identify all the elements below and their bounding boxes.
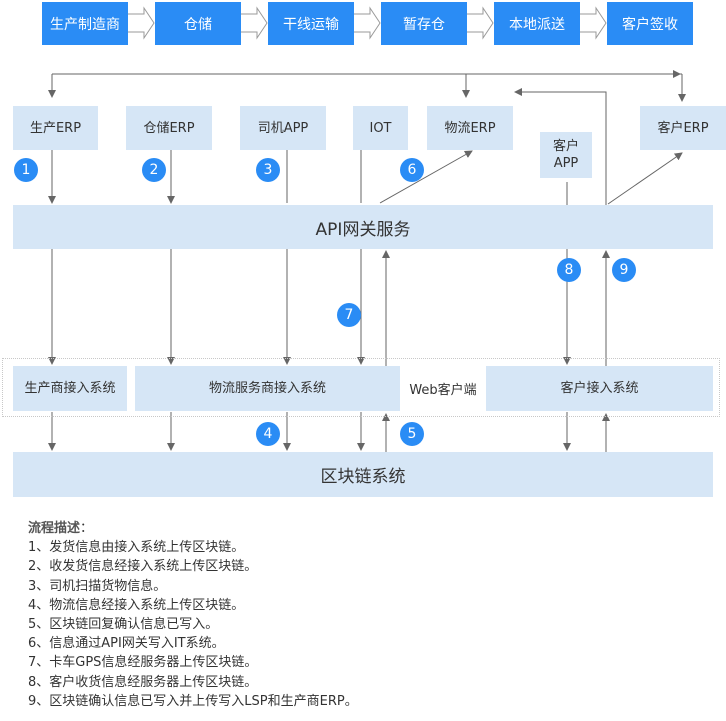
access-layer-frame <box>2 358 720 417</box>
description-item: 4、物流信息经接入系统上传区块链。 <box>28 597 245 613</box>
flow-step-staging-warehouse: 暂存仓 <box>381 2 467 45</box>
step-badge-2: 2 <box>142 158 166 182</box>
customer-app-box: 客户 APP <box>540 132 592 178</box>
customer-access-box: 客户接入系统 <box>486 366 713 411</box>
logistics-access-box: 物流服务商接入系统 <box>135 366 400 411</box>
flow-arrow-5 <box>578 6 607 40</box>
step-badge-6: 6 <box>400 158 424 182</box>
step-badge-7: 7 <box>337 303 361 327</box>
description-item: 8、客户收货信息经服务器上传区块链。 <box>28 674 258 690</box>
step-badge-4: 4 <box>256 422 280 446</box>
web-client-label: Web客户端 <box>409 383 477 398</box>
logistics-erp-box: 物流ERP <box>427 106 513 150</box>
step-badge-8: 8 <box>557 258 581 282</box>
description-item: 6、信息通过API网关写入IT系统。 <box>28 636 225 652</box>
description-colon: ： <box>80 521 94 536</box>
description-item: 5、区块链回复确认信息已写入。 <box>28 617 219 633</box>
api-to-logistics-erp-return <box>514 88 607 205</box>
step-badge-1: 1 <box>14 158 38 182</box>
api-to-customer-erp <box>607 152 683 205</box>
flow-step-local-delivery: 本地派送 <box>494 2 580 45</box>
step-badge-9: 9 <box>612 258 636 282</box>
flow-arrow-3 <box>352 6 381 40</box>
producer-access-box: 生产商接入系统 <box>13 366 127 411</box>
description-item: 2、收发货信息经接入系统上传区块链。 <box>28 559 258 575</box>
flow-arrow-2 <box>239 6 268 40</box>
description-item: 7、卡车GPS信息经服务器上传区块链。 <box>28 655 258 671</box>
flow-arrow-1 <box>126 6 155 40</box>
flow-step-warehouse: 仓储 <box>155 2 241 45</box>
driver-app-box: 司机APP <box>240 106 326 150</box>
flow-step-manufacturer: 生产制造商 <box>42 2 128 45</box>
step-badge-3: 3 <box>256 158 280 182</box>
description-title: 流程描述 <box>28 521 81 536</box>
process-description: 流程描述： 1、发货信息由接入系统上传区块链。 2、收发货信息经接入系统上传区块… <box>28 519 358 711</box>
description-item: 3、司机扫描货物信息。 <box>28 578 167 594</box>
warehouse-erp-box: 仓储ERP <box>126 106 212 150</box>
flow-arrow-4 <box>465 6 494 40</box>
description-item: 1、发货信息由接入系统上传区块链。 <box>28 540 245 556</box>
customer-erp-box: 客户ERP <box>640 106 726 150</box>
iot-box: IOT <box>353 106 408 150</box>
api-to-logistics-erp <box>379 150 473 204</box>
blockchain-bar: 区块链系统 <box>13 452 713 497</box>
description-heading: 流程描述： <box>28 519 358 538</box>
description-list: 1、发货信息由接入系统上传区块链。 2、收发货信息经接入系统上传区块链。 3、司… <box>28 538 358 711</box>
description-item: 9、区块链确认信息已写入并上传写入LSP和生产商ERP。 <box>28 693 358 709</box>
step-badge-5: 5 <box>400 422 424 446</box>
flow-step-trunk-transport: 干线运输 <box>268 2 354 45</box>
production-erp-box: 生产ERP <box>13 106 98 150</box>
api-gateway-bar: API网关服务 <box>13 205 713 249</box>
flow-step-customer-signoff: 客户签收 <box>607 2 693 45</box>
